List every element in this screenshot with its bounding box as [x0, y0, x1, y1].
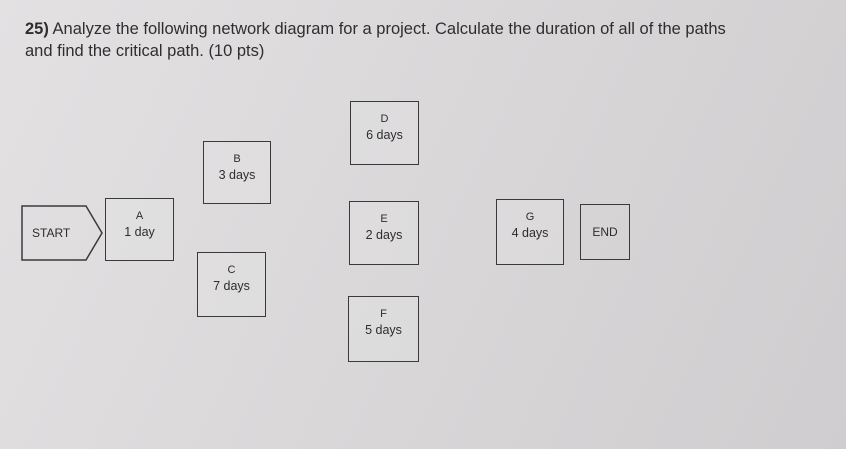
activity-d-duration: 6 days: [366, 128, 403, 142]
activity-e-id: E: [380, 213, 388, 225]
activity-box-f: F 5 days: [348, 296, 419, 362]
question-number: 25): [25, 20, 49, 38]
activity-b-duration: 3 days: [218, 168, 256, 182]
start-node-shape: [21, 205, 103, 261]
activity-d-id: D: [380, 113, 389, 125]
activity-box-e: E 2 days: [349, 201, 419, 265]
activity-f-id: F: [380, 308, 387, 320]
end-node: END: [580, 204, 630, 260]
end-node-label: END: [592, 225, 618, 239]
activity-box-g: G 4 days: [496, 199, 564, 265]
question-text: 25) Analyze the following network diagra…: [25, 18, 825, 62]
activity-c-duration: 7 days: [213, 279, 250, 293]
start-node-label: START: [32, 226, 71, 240]
activity-g-duration: 4 days: [511, 226, 549, 240]
activity-c-id: C: [227, 264, 236, 276]
activity-e-duration: 2 days: [365, 228, 403, 242]
question-line-2: and find the critical path. (10 pts): [25, 42, 265, 60]
activity-a-id: A: [135, 210, 144, 222]
activity-a-duration: 1 day: [124, 225, 155, 239]
activity-box-c: C 7 days: [197, 252, 266, 317]
activity-box-d: D 6 days: [350, 101, 419, 165]
activity-f-duration: 5 days: [365, 323, 402, 337]
activity-box-b: B 3 days: [203, 141, 271, 204]
activity-box-a: A 1 day: [105, 198, 174, 261]
activity-b-id: B: [233, 153, 241, 165]
question-line-1: Analyze the following network diagram fo…: [52, 20, 726, 38]
activity-g-id: G: [525, 211, 535, 223]
